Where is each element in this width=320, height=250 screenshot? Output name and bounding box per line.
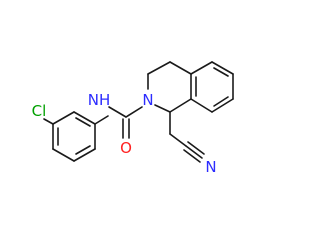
bond xyxy=(211,61,234,75)
molecule-canvas: Cl NH O N N xyxy=(31,61,234,176)
triple-bond xyxy=(187,141,205,155)
tetrahydro-ring xyxy=(147,61,192,113)
double-bond xyxy=(213,67,229,77)
bond xyxy=(147,61,171,75)
bond xyxy=(73,148,96,162)
ring-nitrogen-label: N xyxy=(142,91,153,109)
bond xyxy=(169,61,192,75)
bond xyxy=(211,98,234,113)
carbonyl-oxygen-label: O xyxy=(120,139,132,157)
bond xyxy=(154,104,171,113)
fused-benzene-ring xyxy=(190,61,234,113)
chlorine-atom-label: Cl xyxy=(32,102,47,120)
bond xyxy=(108,106,127,118)
bond xyxy=(94,115,109,125)
bond xyxy=(190,61,213,75)
amide-nh-label: NH xyxy=(88,91,111,109)
triple-bond xyxy=(183,149,201,163)
nitrile-nitrogen-label: N xyxy=(205,158,216,176)
bond xyxy=(169,98,192,113)
bond xyxy=(125,106,143,118)
double-bond xyxy=(75,145,91,155)
bond xyxy=(52,111,75,125)
bond xyxy=(73,111,96,125)
bond xyxy=(169,133,187,147)
bond xyxy=(43,118,54,125)
bond xyxy=(52,148,75,162)
chlorophenyl-ring xyxy=(52,111,96,162)
structure-diagram: Cl NH O N N xyxy=(32,61,234,176)
bond xyxy=(190,98,213,113)
double-bond xyxy=(213,96,229,107)
triple-bond xyxy=(185,145,203,159)
double-bond xyxy=(75,117,91,127)
